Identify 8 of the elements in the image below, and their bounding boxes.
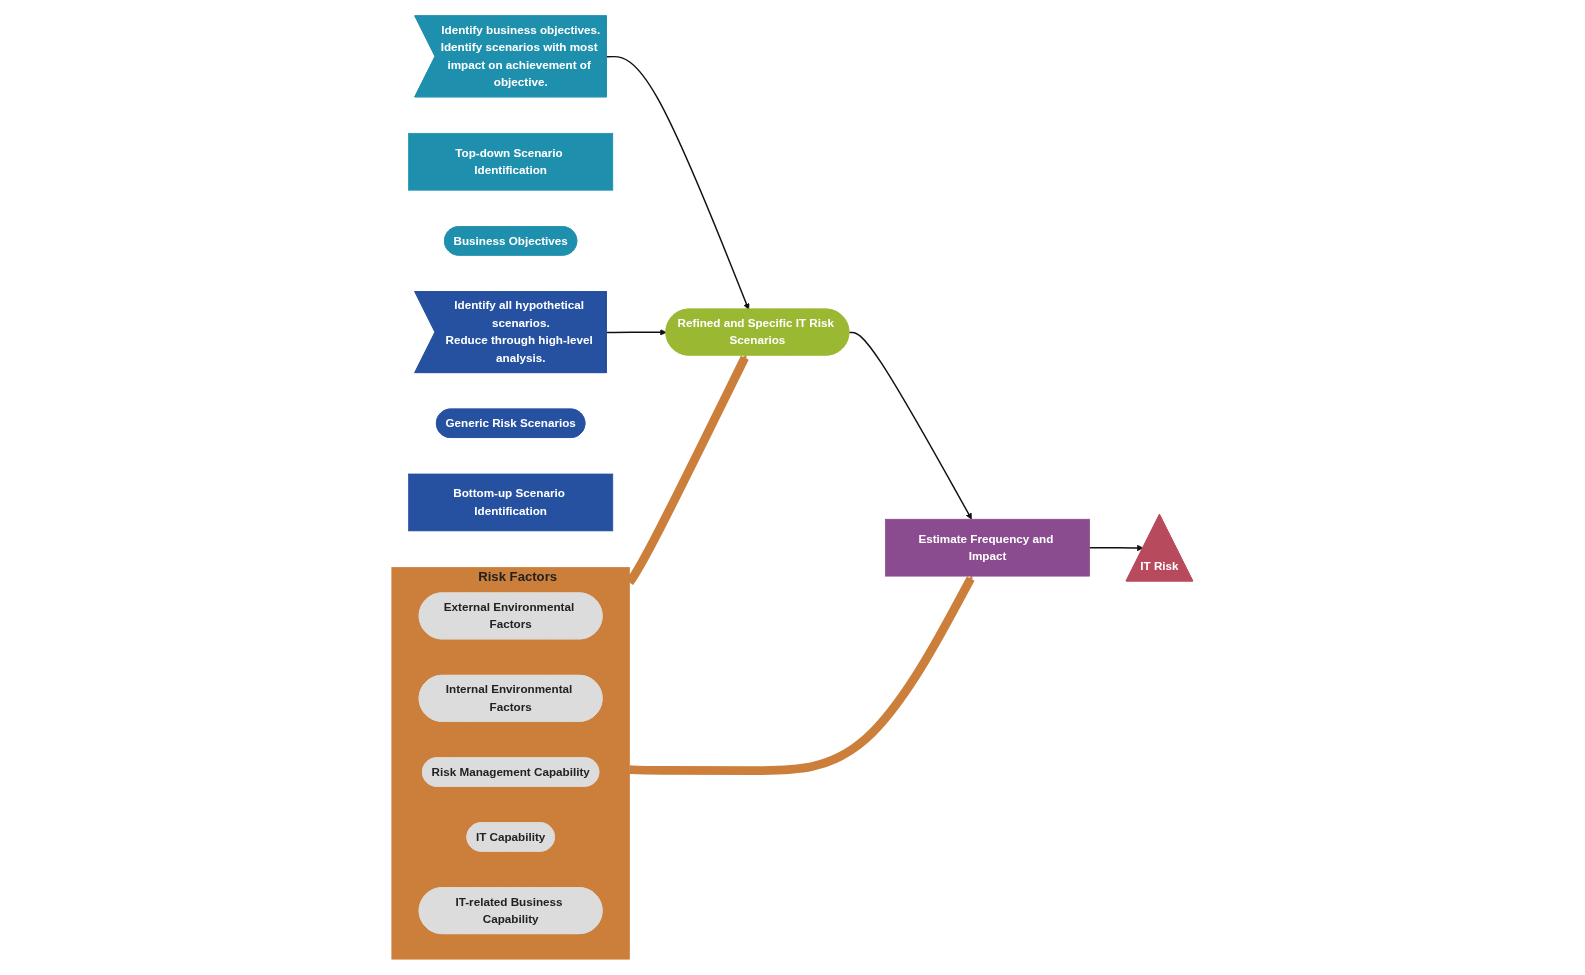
arrow (1089, 544, 1144, 552)
node-box: Estimate Frequency and Impact (885, 518, 1091, 577)
arrow (848, 331, 973, 520)
node-box: Top-down Scenario Identification (408, 132, 614, 191)
arrow (606, 329, 667, 336)
arrow (606, 55, 750, 310)
node-box: Bottom-up Scenario Identification (408, 473, 614, 532)
arrow (628, 575, 975, 775)
